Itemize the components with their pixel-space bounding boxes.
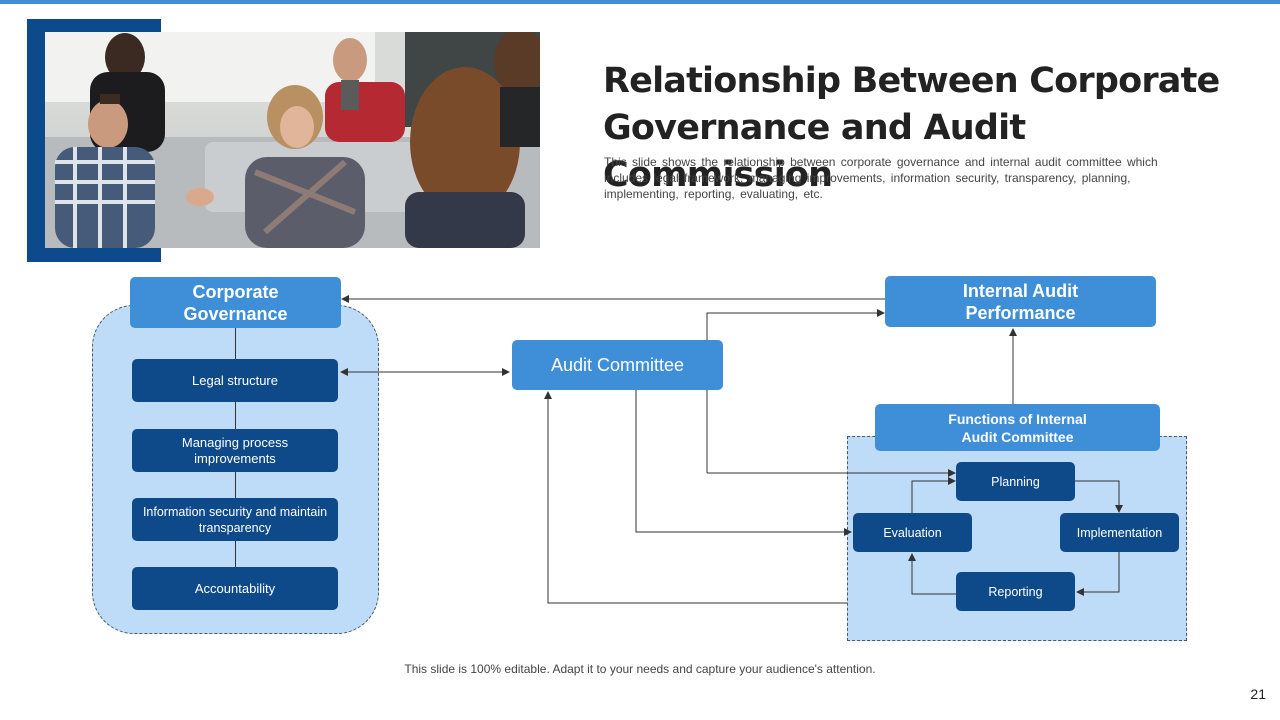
iap-label-2: Performance [965,302,1076,323]
functions-label-1: Functions of Internal [948,410,1087,427]
title-line-1: Relationship Between Corporate [603,61,1220,101]
cycle-reporting-label: Reporting [988,584,1043,599]
connector-line [235,541,236,567]
governance-item-legal-structure: Legal structure [132,359,338,402]
governance-item-label: Managing process improvements [181,434,289,466]
cycle-evaluation-box: Evaluation [853,513,972,552]
internal-audit-performance-box: Internal Audit Performance [885,276,1156,327]
cycle-reporting-box: Reporting [956,572,1075,611]
page-number: 21 [1250,686,1266,702]
functions-label-2: Audit Committee [961,428,1074,445]
governance-item-label: Accountability [194,580,276,596]
arrow-implementation-to-reporting [1076,552,1120,596]
title-line-2: Governance and Audit Commission [603,108,1026,195]
cycle-planning-box: Planning [956,462,1075,501]
slide-subtitle: This slide shows the relationship betwee… [604,155,1158,201]
corporate-governance-label-2: Governance [183,303,288,324]
governance-item-accountability: Accountability [132,567,338,610]
connector-line [235,472,236,498]
audit-committee-box: Audit Committee [512,340,723,390]
footer-note: This slide is 100% editable. Adapt it to… [404,662,876,676]
arrow-audit-to-evaluation [635,390,852,536]
arrow-functions-to-audit [544,391,847,604]
governance-item-label: Legal structure [192,372,278,388]
slide-title: Relationship Between Corporate Governanc… [603,58,1253,199]
cycle-implementation-label: Implementation [1076,525,1163,540]
arrow-reporting-to-evaluation [908,553,956,595]
team-meeting-photo [45,32,540,248]
iap-label-1: Internal Audit [962,280,1079,301]
arrow-audit-to-iap [706,309,885,473]
corporate-governance-label-1: Corporate [192,281,279,302]
arrow-planning-to-implementation [1075,480,1123,513]
cycle-evaluation-label: Evaluation [883,525,942,540]
connector-line [235,328,236,359]
cycle-implementation-box: Implementation [1060,513,1179,552]
functions-box: Functions of Internal Audit Committee [875,404,1160,451]
governance-item-managing-process: Managing process improvements [132,429,338,472]
governance-item-label: Information security and maintain transp… [142,504,328,535]
arrow-evaluation-to-planning [911,477,956,513]
corporate-governance-box: Corporate Governance [130,277,341,328]
governance-item-information-security: Information security and maintain transp… [132,498,338,541]
cycle-planning-label: Planning [991,474,1040,489]
audit-committee-label: Audit Committee [550,354,685,375]
connector-line [235,402,236,429]
top-accent-bar [0,0,1280,4]
